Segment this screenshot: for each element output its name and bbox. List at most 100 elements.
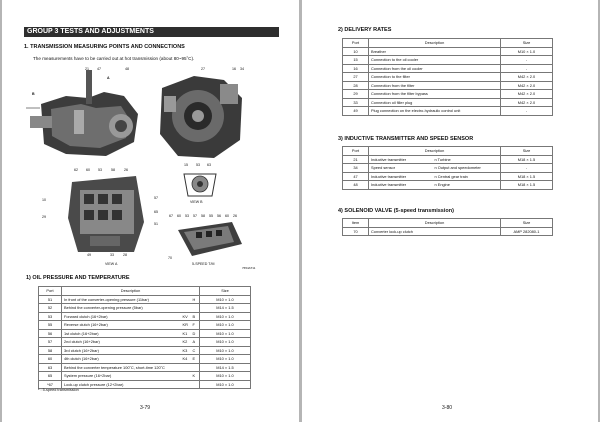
description-cell: Plug connection on the electro-hydraulic… bbox=[368, 106, 501, 116]
figure-callout: 15 bbox=[184, 163, 188, 167]
size-cell: M10 × 1.0 bbox=[199, 345, 251, 355]
transmission-rear-figure bbox=[160, 76, 242, 158]
port-cell: 15 bbox=[342, 55, 369, 65]
figure-callout: 51 bbox=[154, 222, 158, 226]
description-cell: Behind the converter temperature 100˚C, … bbox=[61, 362, 180, 372]
clutch-code-cell bbox=[179, 379, 190, 389]
detail-cell: n Engine bbox=[432, 180, 501, 190]
intro-text: The measurements have to be carried out … bbox=[33, 56, 195, 61]
size-cell: M42 × 2.0 bbox=[500, 97, 553, 107]
figure-callout: 33 bbox=[110, 253, 114, 257]
detail-cell: n Central gear train bbox=[432, 171, 501, 181]
description-cell: Connection to the filter bbox=[368, 72, 501, 82]
description-cell: 2nd clutch (16+2bar) bbox=[61, 337, 180, 347]
figure-callout: 60 bbox=[225, 214, 229, 218]
header-port: Port bbox=[342, 38, 369, 48]
header-item: Item bbox=[342, 218, 369, 228]
port-cell: 34 bbox=[342, 163, 369, 173]
figure-callout: 58 bbox=[201, 214, 205, 218]
valve-code-cell: A bbox=[189, 337, 200, 347]
port-cell: 51 bbox=[38, 294, 62, 304]
clutch-code-cell: K1 bbox=[179, 328, 190, 338]
tm-label: 5-SPEED T/M bbox=[192, 262, 215, 266]
clutch-code-cell: K2 bbox=[179, 337, 190, 347]
page-number-left: 3-79 bbox=[140, 405, 151, 411]
port-cell: 49 bbox=[342, 106, 369, 116]
figure-callout: 29 bbox=[42, 215, 46, 219]
view-b-figure bbox=[183, 173, 217, 197]
figure-callout: 27 bbox=[201, 67, 205, 71]
detail-cell: n Output and speedometer bbox=[432, 163, 501, 173]
port-cell: 65 bbox=[38, 371, 62, 381]
delivery-section-title: 2) DELIVERY RATES bbox=[338, 27, 392, 33]
group-title: GROUP 3 TESTS AND ADJUSTMENTS bbox=[24, 27, 279, 37]
size-cell: M14 × 1.5 bbox=[199, 303, 251, 313]
solenoid-section-title: 4) SOLENOID VALVE (5-speed transmission) bbox=[338, 208, 454, 214]
valve-code-cell: D bbox=[189, 328, 200, 338]
port-cell: 10 bbox=[342, 46, 369, 56]
port-cell: 47 bbox=[342, 171, 369, 181]
figure-callout: 62 bbox=[74, 168, 78, 172]
figure-callout: 58 bbox=[111, 168, 115, 172]
size-cell: M10 × 1.0 bbox=[199, 337, 251, 347]
detail-cell: n Turbine bbox=[432, 154, 501, 164]
arrow-a-label: A bbox=[107, 76, 110, 80]
description-cell: Connection oil filler plug bbox=[368, 97, 501, 107]
size-cell: M42 × 2.0 bbox=[500, 89, 553, 99]
clutch-code-cell bbox=[179, 371, 190, 381]
figure-callout: 60 bbox=[86, 168, 90, 172]
size-cell: M10 × 1.0 bbox=[199, 328, 251, 338]
description-cell: Behind the converter-opening pressure (5… bbox=[61, 303, 180, 313]
description-cell: Connection from the filter bypass bbox=[368, 89, 501, 99]
clutch-code-cell bbox=[179, 362, 190, 372]
size-cell: M18 × 1.5 bbox=[500, 154, 553, 164]
valve-code-cell bbox=[189, 362, 200, 372]
header-size: Size bbox=[500, 146, 553, 156]
figure-callout: 65 bbox=[154, 210, 158, 214]
valve-code-cell: B bbox=[189, 311, 200, 321]
description-cell: Inductive transmitter bbox=[368, 171, 433, 181]
header-description: Description bbox=[61, 286, 200, 296]
clutch-code-cell bbox=[179, 303, 190, 313]
size-cell: M10 × 1.0 bbox=[199, 294, 251, 304]
arrow-b-label: B bbox=[32, 92, 35, 96]
size-cell: M10 × 1.0 bbox=[500, 46, 553, 56]
clutch-code-cell: KR bbox=[179, 320, 190, 330]
description-cell: Forward clutch (16+2bar) bbox=[61, 311, 180, 321]
description-cell: Connection from the oil cooler bbox=[368, 63, 501, 73]
left-page: GROUP 3 TESTS AND ADJUSTMENTS 1. TRANSMI… bbox=[2, 0, 299, 422]
description-cell: 3rd clutch (16+2bar) bbox=[61, 345, 180, 355]
description-cell: Reverse clutch (16+2bar) bbox=[61, 320, 180, 330]
five-speed-tm-figure bbox=[178, 222, 242, 256]
size-cell: M10 × 1.0 bbox=[199, 354, 251, 364]
clutch-code-cell: K3 bbox=[179, 345, 190, 355]
header-description: Description bbox=[368, 146, 501, 156]
valve-code-cell: H bbox=[189, 294, 200, 304]
size-cell: - bbox=[500, 55, 553, 65]
port-cell: 57 bbox=[38, 337, 62, 347]
description-cell: System pressure (16+2bar) bbox=[61, 371, 180, 381]
port-cell: 63 bbox=[38, 362, 62, 372]
port-cell: 27 bbox=[342, 72, 369, 82]
figure-callout: 16 bbox=[232, 67, 236, 71]
port-cell: 52 bbox=[38, 303, 62, 313]
figure-code: 7654AT11 bbox=[242, 266, 256, 270]
valve-code-cell: E bbox=[189, 354, 200, 364]
figure-callout: 55 bbox=[209, 214, 213, 218]
valve-code-cell bbox=[189, 379, 200, 389]
figure-callout: 49 bbox=[87, 253, 91, 257]
